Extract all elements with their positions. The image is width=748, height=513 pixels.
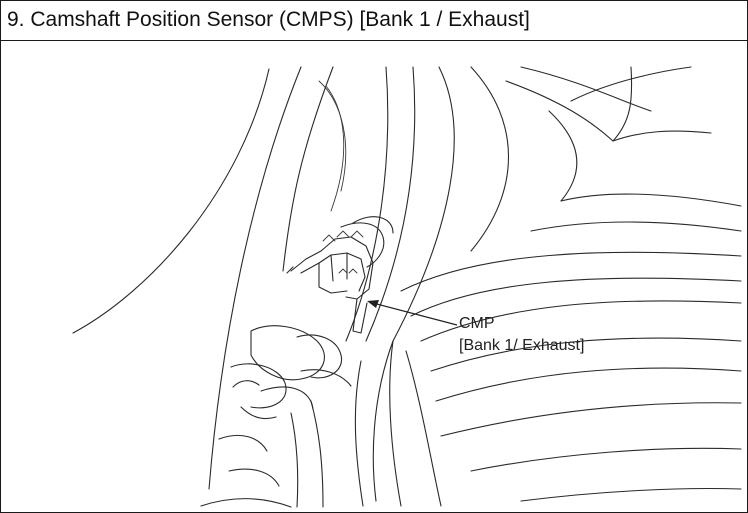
rib-3 bbox=[372, 66, 455, 502]
engine-line-drawing bbox=[72, 66, 742, 508]
contour-right-1 bbox=[400, 251, 742, 292]
cmp-sensor-connector bbox=[286, 216, 394, 334]
cmp-callout-label: CMP [Bank 1/ Exhaust] bbox=[459, 313, 584, 357]
page-title: 9. Camshaft Position Sensor (CMPS) [Bank… bbox=[7, 8, 530, 31]
rib-4 bbox=[470, 66, 509, 252]
title-bar: 9. Camshaft Position Sensor (CMPS) [Bank… bbox=[1, 1, 747, 41]
callout-line-1: CMP bbox=[459, 315, 495, 332]
callout-leader bbox=[367, 300, 458, 326]
rib-1 bbox=[345, 66, 389, 342]
engine-illustration: CMP [Bank 1/ Exhaust] bbox=[1, 41, 747, 512]
rib-2 bbox=[365, 66, 416, 342]
contour-top-1 bbox=[520, 66, 652, 112]
callout-line-2: [Bank 1/ Exhaust] bbox=[459, 337, 585, 354]
lower-bracket-parts bbox=[200, 325, 352, 508]
cover-edge-outer bbox=[208, 66, 302, 490]
cover-edge-inner bbox=[282, 66, 334, 272]
contour-top-2 bbox=[505, 80, 712, 142]
left-housing-arc bbox=[72, 68, 270, 334]
